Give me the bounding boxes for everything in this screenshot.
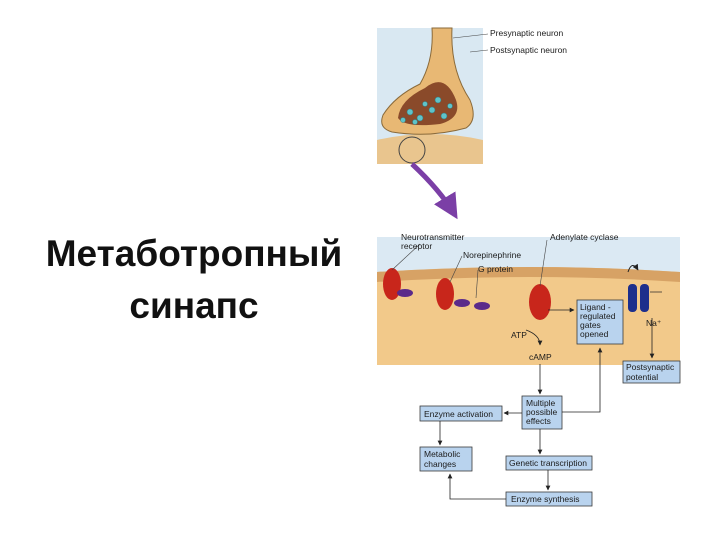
receptor-group xyxy=(383,268,551,320)
post-line-1: Postsynaptic xyxy=(626,362,675,372)
label-presynaptic: Presynaptic neuron xyxy=(490,28,564,38)
ligand-line-3: gates xyxy=(580,320,601,330)
receptor-2 xyxy=(436,278,454,310)
multi-line-1: Multiple xyxy=(526,398,556,408)
postsynaptic-region xyxy=(377,134,483,164)
g-protein-2 xyxy=(454,299,470,307)
label-atp: ATP xyxy=(511,330,527,340)
ligand-gates-box xyxy=(576,299,624,345)
ion-channel xyxy=(628,284,649,312)
zoom-arrow xyxy=(410,162,458,220)
postsynaptic-potential-box xyxy=(622,360,681,384)
presynaptic-inset: Presynaptic neuron Postsynaptic neuron xyxy=(377,27,567,164)
enzyme-activation-text: Enzyme activation xyxy=(424,409,493,419)
post-line-2: potential xyxy=(626,372,658,382)
slide-title: Метаботропный синапс xyxy=(14,228,374,332)
label-adenylate: Adenylate cyclase xyxy=(550,232,619,242)
genetic-transcription-box xyxy=(505,455,593,471)
ligand-line-1: Ligand - xyxy=(580,302,611,312)
multi-line-3: effects xyxy=(526,416,551,426)
synthesis-text: Enzyme synthesis xyxy=(511,494,580,504)
g-protein-group xyxy=(397,289,490,310)
meta-line-2: changes xyxy=(424,459,456,469)
multi-line-2: possible xyxy=(526,407,557,417)
genetic-text: Genetic transcription xyxy=(509,458,587,468)
g-protein-3 xyxy=(474,302,490,310)
postsynaptic-membrane xyxy=(377,267,680,282)
label-na: Na⁺ xyxy=(646,318,662,328)
label-g-protein: G protein xyxy=(478,264,513,274)
metabolic-changes-box xyxy=(419,446,473,472)
receptor-1 xyxy=(383,268,401,300)
title-line-2: синапс xyxy=(129,285,259,326)
synaptic-cleft xyxy=(377,237,680,272)
label-receptor-1: Neurotransmitter xyxy=(401,232,464,242)
zoom-circle xyxy=(398,136,426,164)
label-receptor-2: receptor xyxy=(401,241,432,251)
membrane-panel: Neurotransmitter receptor Norepinephrine… xyxy=(377,232,680,365)
ligand-line-2: regulated xyxy=(580,311,616,321)
enzyme-activation-box xyxy=(419,405,503,422)
synaptic-vesicles xyxy=(400,96,453,125)
ligand-line-4: opened xyxy=(580,329,609,339)
label-postsynaptic: Postsynaptic neuron xyxy=(490,45,567,55)
label-norepinephrine: Norepinephrine xyxy=(463,250,521,260)
title-line-1: Метаботропный xyxy=(45,233,343,274)
adenylate-cyclase-shape xyxy=(529,284,551,320)
flowchart: Postsynaptic potential Multiple possible… xyxy=(419,318,681,507)
postsynaptic-cytoplasm xyxy=(377,267,680,365)
g-protein-1 xyxy=(397,289,413,297)
multiple-effects-box xyxy=(521,395,563,430)
label-camp: cAMP xyxy=(529,352,552,362)
meta-line-1: Metabolic xyxy=(424,449,461,459)
